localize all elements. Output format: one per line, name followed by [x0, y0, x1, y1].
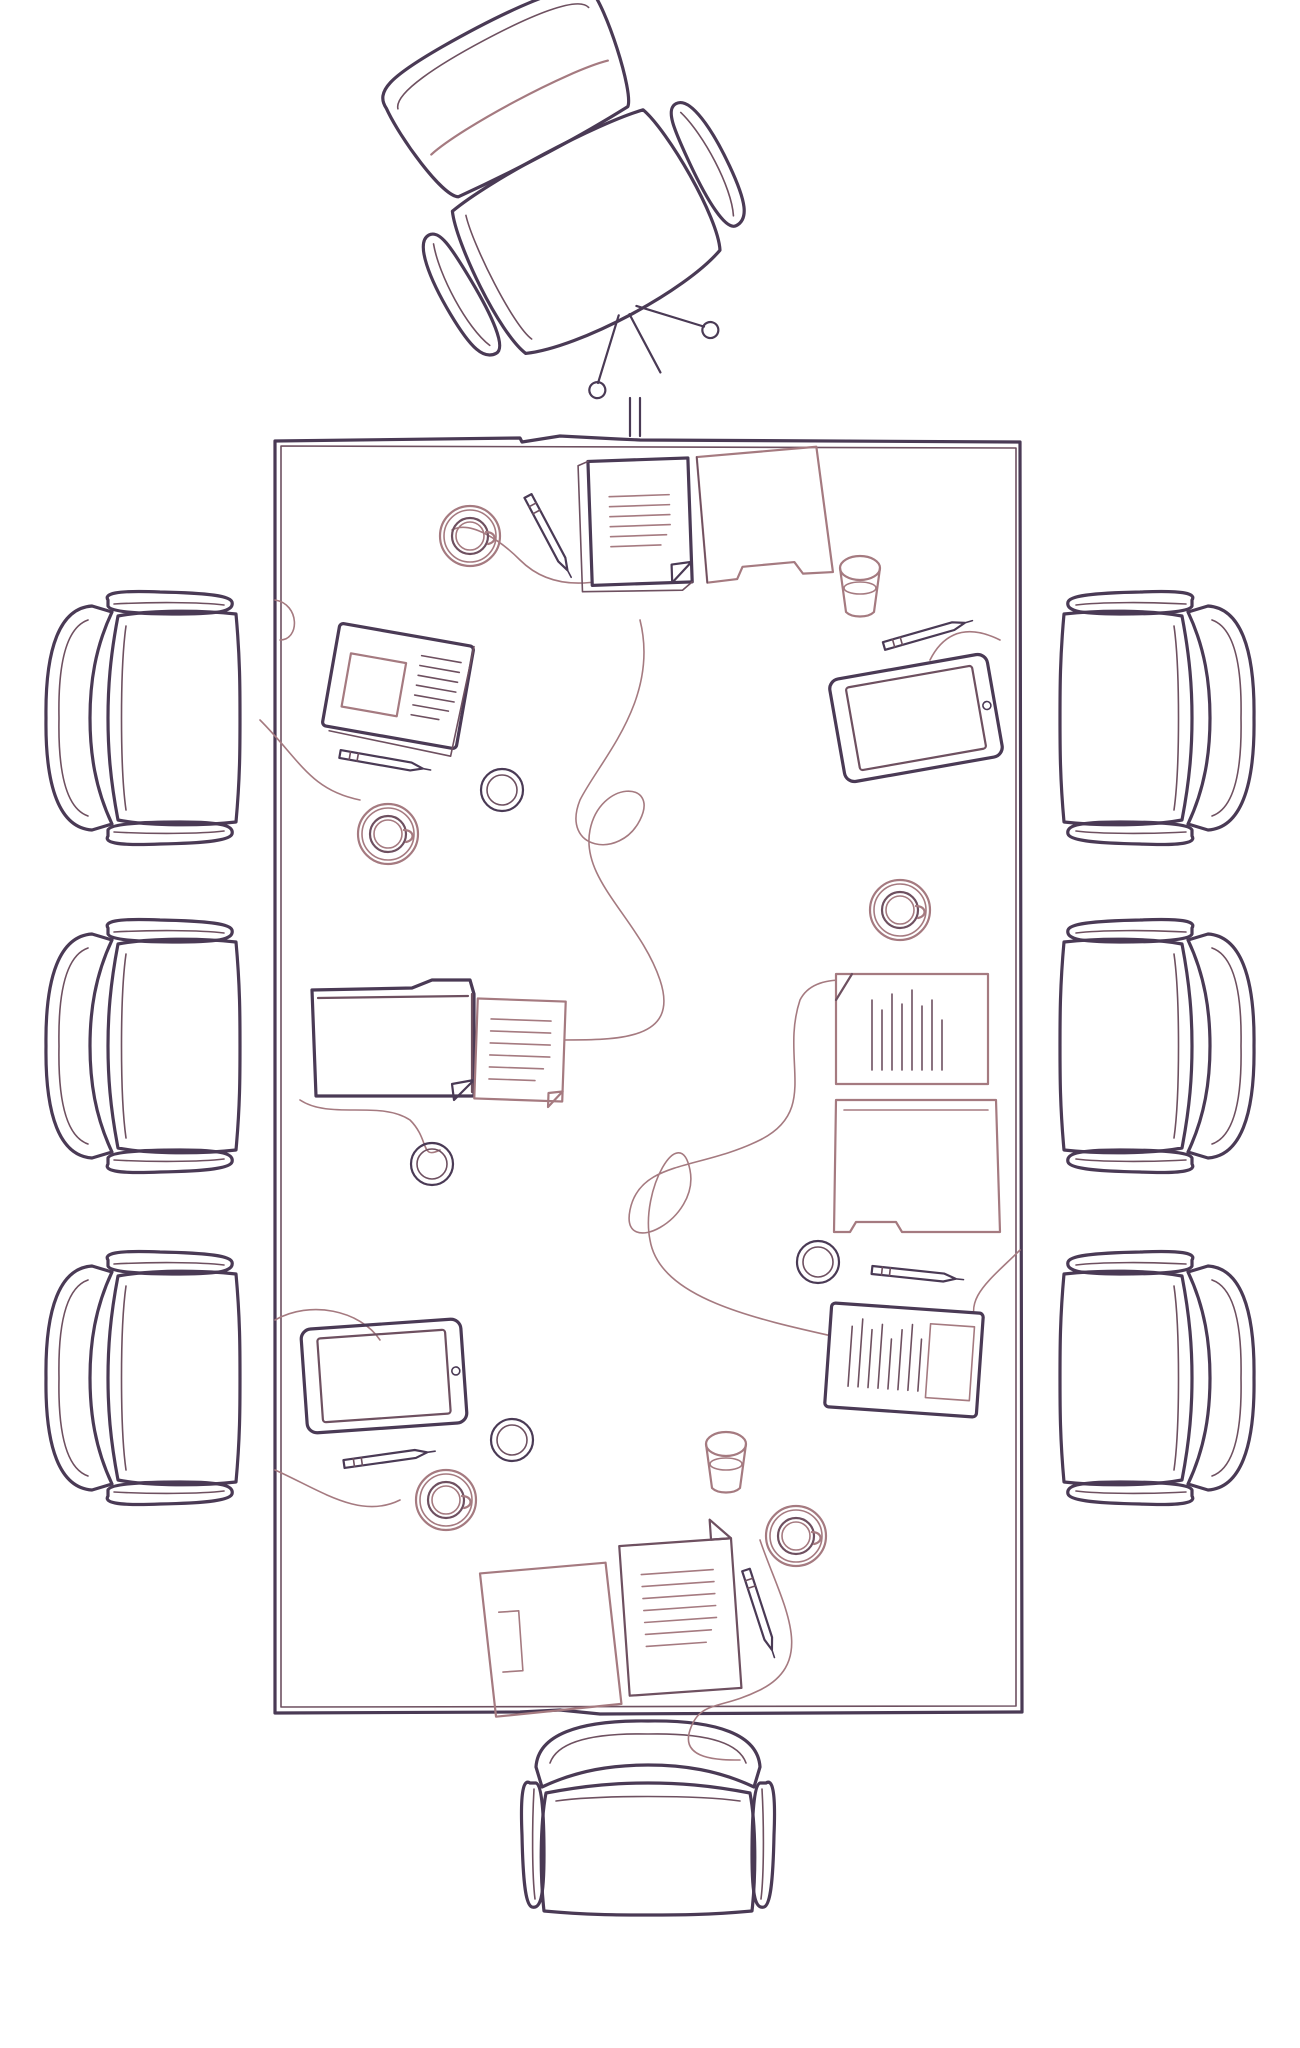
folder-bottom [478, 1561, 623, 1718]
cable-icon [259, 526, 1021, 1761]
office-chair-head-top [381, 0, 746, 400]
tablet-right-1 [826, 651, 1006, 785]
coffee-cup-left-1 [356, 802, 420, 866]
cup-left-1 [479, 767, 525, 813]
chair-right-3 [1058, 1249, 1256, 1507]
coffee-cup-bottom [764, 1504, 828, 1568]
document-top [577, 456, 694, 593]
pen-left-3 [342, 1446, 437, 1470]
chair-left-1 [44, 589, 242, 847]
folder-top [695, 445, 835, 584]
folder-right-2 [832, 1098, 1002, 1234]
cup-left-2 [409, 1141, 455, 1187]
glass-bottom [704, 1430, 748, 1494]
folder-left-2 [310, 978, 476, 1102]
document-left-2 [473, 997, 567, 1109]
coffee-cup-right-2 [868, 878, 932, 942]
document-right-3 [823, 1301, 985, 1419]
cup-right-3 [795, 1239, 841, 1285]
pen-left-1 [338, 748, 433, 776]
document-right-2 [834, 972, 990, 1086]
glass-top [838, 554, 882, 618]
pen-top [523, 493, 576, 581]
conference-table [273, 396, 1024, 1716]
chair-right-2 [1058, 917, 1256, 1175]
folder-left-1 [321, 622, 475, 758]
chair-left-3 [44, 1249, 242, 1507]
cup-left-3 [489, 1417, 535, 1463]
document-bottom [618, 1518, 743, 1697]
coffee-cup-left-3 [414, 1468, 478, 1532]
pen-bottom [741, 1567, 780, 1660]
pen-right-3 [870, 1264, 966, 1285]
tablet-left-3 [298, 1316, 470, 1436]
chair-head-bottom [519, 1719, 777, 1917]
chair-left-2 [44, 917, 242, 1175]
chair-right-1 [1058, 589, 1256, 847]
